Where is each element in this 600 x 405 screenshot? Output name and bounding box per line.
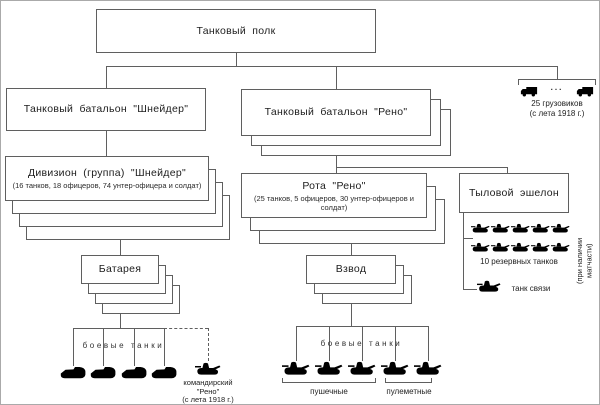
trucks-caption: 25 грузовиков <box>531 99 583 108</box>
reserve-tank-icon <box>551 242 570 252</box>
reserve-tank-icon <box>531 242 550 252</box>
connector-line <box>351 244 352 255</box>
platoon-fan-drop <box>296 326 297 361</box>
box-schneider-division: Дивизион (группа) "Шнейдер" (16 танков, … <box>5 156 209 201</box>
truck-icon <box>520 86 538 97</box>
box-subtitle: (25 танков, 5 офицеров, 30 унтер-офицеро… <box>254 193 414 212</box>
commander-dashed-line <box>164 328 208 329</box>
reserve-tank-icon <box>471 223 490 233</box>
box-title: Танковый батальон "Рено" <box>264 106 408 118</box>
connector-line <box>507 167 508 173</box>
box-title: Рота "Рено" <box>302 179 366 192</box>
tank-icon <box>90 366 116 379</box>
commander-dashed-drop <box>208 328 209 361</box>
mg-group-bracket <box>385 378 432 383</box>
cannon-group-bracket <box>282 378 376 383</box>
box-renault-battalion: Танковый батальон "Рено" <box>241 89 431 136</box>
tank-icon <box>414 361 442 375</box>
connector-line <box>106 66 107 88</box>
battery-fan-drop <box>73 328 74 366</box>
trucks-bracket-tick <box>518 79 519 85</box>
combat-tanks-label: боевые танки <box>320 339 403 348</box>
mg-tanks-label: пулеметные <box>386 387 432 396</box>
combat-tanks-label: боевые танки <box>82 341 165 350</box>
box-title: Батарея <box>98 263 142 275</box>
cannon-tanks-label: пушечные <box>310 387 348 396</box>
battery-fan-line <box>73 328 165 329</box>
truck-icon <box>576 86 594 97</box>
trucks-caption-date: (с лета 1918 г.) <box>529 109 585 118</box>
reserve-tank-icon <box>471 242 490 252</box>
box-title: Взвод <box>335 263 367 275</box>
availability-note-line: матчасти) <box>584 243 594 279</box>
connector-line <box>106 66 558 67</box>
box-battery: Батарея <box>81 255 159 284</box>
commander-tank-label: "Рено" <box>196 387 220 396</box>
platoon-fan-drop <box>428 326 429 361</box>
box-schneider-battalion: Танковый батальон "Шнейдер" <box>6 88 206 131</box>
tank-icon <box>282 361 310 375</box>
connector-line <box>106 131 107 156</box>
platoon-fan-drop <box>362 326 363 361</box>
connector-line <box>120 314 121 328</box>
signal-tank-icon <box>477 280 501 292</box>
availability-note: (при наличии матчасти) <box>575 216 594 306</box>
reserve-tank-icon <box>491 242 510 252</box>
box-subtitle: (16 танков, 18 офицеров, 74 унтер-офицер… <box>12 181 202 190</box>
trucks-bracket-tick <box>595 79 596 85</box>
reserve-tanks-label: 10 резервных танков <box>480 257 558 266</box>
box-title: Дивизион (группа) "Шнейдер" <box>27 167 187 179</box>
connector-line <box>236 53 237 66</box>
signal-tank-label: танк связи <box>511 284 551 293</box>
reserve-tank-icon <box>531 223 550 233</box>
tank-icon <box>348 361 376 375</box>
tank-icon <box>315 361 343 375</box>
battery-fan-drop <box>134 328 135 366</box>
rear-echelon-line <box>463 213 464 289</box>
battery-fan-drop <box>164 328 165 366</box>
tank-icon <box>60 366 86 379</box>
commander-tank-label: командирский <box>183 378 233 387</box>
commander-tank-label: (с лета 1918 г.) <box>182 395 234 404</box>
connector-line <box>336 156 337 173</box>
box-platoon: Взвод <box>306 255 396 284</box>
rear-echelon-stub <box>463 289 477 290</box>
box-tank-regiment: Танковый полк <box>96 9 376 53</box>
commander-tank-icon <box>195 362 221 375</box>
platoon-fan-drop <box>395 326 396 361</box>
box-rear-echelon: Тыловой эшелон <box>459 173 569 213</box>
connector-line <box>336 66 337 89</box>
connector-line <box>120 240 121 255</box>
reserve-tank-icon <box>551 223 570 233</box>
tank-icon <box>121 366 147 379</box>
reserve-tank-icon <box>491 223 510 233</box>
availability-note-line: (при наличии <box>575 237 584 285</box>
battery-fan-drop <box>103 328 104 366</box>
reserve-tank-icon <box>511 242 530 252</box>
trucks-bracket <box>518 79 596 80</box>
reserve-tank-icon <box>511 223 530 233</box>
box-title: Танковый батальон "Шнейдер" <box>23 103 189 115</box>
platoon-fan-drop <box>329 326 330 361</box>
connector-line <box>336 167 507 168</box>
box-title: Танковый полк <box>196 24 276 37</box>
connector-line <box>351 304 352 326</box>
connector-line <box>557 66 558 79</box>
box-title: Тыловой эшелон <box>468 186 560 199</box>
box-renault-company: Рота "Рено" (25 танков, 5 офицеров, 30 у… <box>241 173 427 218</box>
tank-icon <box>381 361 409 375</box>
rear-echelon-stub <box>463 238 473 239</box>
trucks-ellipsis: ... <box>550 83 564 92</box>
